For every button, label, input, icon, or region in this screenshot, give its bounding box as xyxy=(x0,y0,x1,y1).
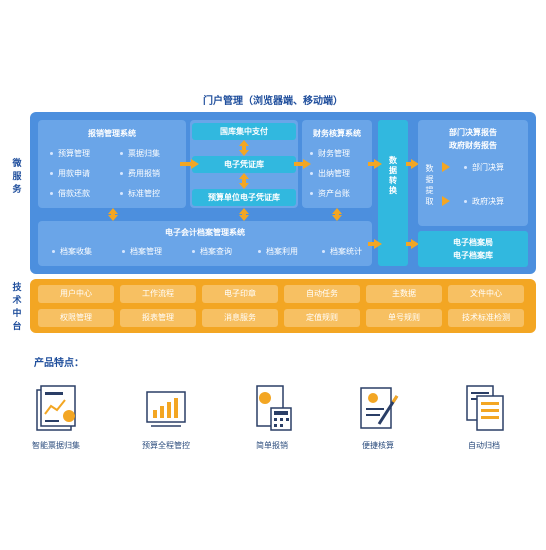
feature-label: 自动归档 xyxy=(468,441,500,450)
archive-panel: 电子会计档案管理系统 档案收集 档案管理 档案查询 档案利用 档案统计 xyxy=(38,221,372,266)
data-convert-column: 数据转换 xyxy=(378,120,408,266)
arrow-shaft xyxy=(368,242,376,246)
arrow-shaft xyxy=(406,162,414,166)
archive-title: 电子会计档案管理系统 xyxy=(165,228,245,237)
voucher-library: 电子凭证库 xyxy=(192,156,296,173)
archive-bureau-line2: 电子档案库 xyxy=(453,251,493,260)
data-convert-label: 数据转换 xyxy=(388,156,398,196)
reimburse-item: 用款申请 xyxy=(50,168,90,179)
final-item: 政府决算 xyxy=(464,196,504,207)
accounting-title: 财务核算系统 xyxy=(313,129,361,138)
arrow-shaft xyxy=(180,162,194,166)
platform-cell: 工作流程 xyxy=(120,285,196,303)
micro-service-label: 微服务 xyxy=(12,159,22,195)
platform-cell: 自动任务 xyxy=(284,285,360,303)
accounting-item: 财务管理 xyxy=(310,148,350,159)
arrow-shaft xyxy=(242,179,246,183)
accounting-item: 资产台账 xyxy=(310,188,350,199)
arrow-right xyxy=(411,239,419,249)
arrow-up xyxy=(108,208,118,214)
platform-cell: 文件中心 xyxy=(448,285,524,303)
budget-chart-icon xyxy=(141,382,191,434)
feature-label: 预算全程管控 xyxy=(142,441,190,450)
archive-bureau-panel: 电子档案局 电子档案库 xyxy=(418,231,528,267)
arrow-up xyxy=(239,208,249,214)
platform-cell: 用户中心 xyxy=(38,285,114,303)
archive-item: 档案管理 xyxy=(122,246,162,257)
arrow-down xyxy=(239,215,249,221)
receipt-calculator-icon xyxy=(247,382,297,434)
arrow-up xyxy=(239,140,249,146)
arrow-right xyxy=(442,196,450,206)
platform-cell: 消息服务 xyxy=(202,309,278,327)
platform-cell: 权限管理 xyxy=(38,309,114,327)
archive-item: 档案查询 xyxy=(192,246,232,257)
feature-label: 简单报销 xyxy=(256,441,288,450)
arrow-right xyxy=(303,159,311,169)
feature-item: 智能票据归集 xyxy=(16,382,96,451)
feature-item: 自动归档 xyxy=(444,382,524,451)
tech-platform-label: 技术中台 xyxy=(12,283,22,332)
feature-item: 简单报销 xyxy=(232,382,312,451)
arrow-shaft xyxy=(294,162,306,166)
unit-voucher-library: 预算单位电子凭证库 xyxy=(192,189,296,206)
reimburse-panel: 报销管理系统 预算管理 票据归集 用款申请 费用报销 借款还款 标准管控 xyxy=(38,120,186,208)
files-icon xyxy=(459,382,509,434)
final-report-panel: 部门决算报告 政府财务报告 数据提取 部门决算 政府决算 xyxy=(418,120,528,226)
arrow-up xyxy=(239,173,249,179)
arrow-shaft xyxy=(368,162,376,166)
platform-cell: 单号规则 xyxy=(366,309,442,327)
portal-title: 门户管理（浏览器端、移动端） xyxy=(203,96,343,107)
arrow-right xyxy=(374,239,382,249)
reimburse-title: 报销管理系统 xyxy=(88,129,136,138)
arrow-shaft xyxy=(242,146,246,150)
platform-cell: 电子印章 xyxy=(202,285,278,303)
feature-label: 智能票据归集 xyxy=(32,441,80,450)
platform-cell: 技术标准检测 xyxy=(448,309,524,327)
reimburse-item: 预算管理 xyxy=(50,148,90,159)
archive-item: 档案收集 xyxy=(52,246,92,257)
arrow-down xyxy=(239,183,249,189)
arrow-up xyxy=(332,208,342,214)
arrow-right xyxy=(374,159,382,169)
feature-item: 预算全程管控 xyxy=(126,382,206,451)
arrow-down xyxy=(108,215,118,221)
invoice-chart-icon xyxy=(31,382,81,434)
arrow-down xyxy=(239,150,249,156)
archive-item: 档案利用 xyxy=(258,246,298,257)
final-title-1: 部门决算报告 xyxy=(449,128,497,137)
accounting-panel: 财务核算系统 财务管理 出纳管理 资产台账 xyxy=(302,120,372,208)
archive-item: 档案统计 xyxy=(322,246,362,257)
platform-cell: 报表管理 xyxy=(120,309,196,327)
arrow-right xyxy=(411,159,419,169)
document-pen-icon xyxy=(353,382,403,434)
data-extract-label: 数据提取 xyxy=(425,164,434,208)
platform-cell: 定值规则 xyxy=(284,309,360,327)
reimburse-item: 票据归集 xyxy=(120,148,160,159)
accounting-item: 出纳管理 xyxy=(310,168,350,179)
feature-item: 便捷核算 xyxy=(338,382,418,451)
final-title-2: 政府财务报告 xyxy=(449,141,497,150)
platform-cell: 主数据 xyxy=(366,285,442,303)
arrow-down xyxy=(332,215,342,221)
treasury-title: 国库集中支付 xyxy=(192,123,296,140)
reimburse-item: 标准管控 xyxy=(120,188,160,199)
arrow-shaft xyxy=(406,242,414,246)
reimburse-item: 费用报销 xyxy=(120,168,160,179)
final-item: 部门决算 xyxy=(464,162,504,173)
feature-label: 便捷核算 xyxy=(362,441,394,450)
reimburse-item: 借款还款 xyxy=(50,188,90,199)
arrow-right xyxy=(191,159,199,169)
archive-bureau-line1: 电子档案局 xyxy=(453,238,493,247)
arrow-right xyxy=(442,162,450,172)
features-title: 产品特点： xyxy=(34,358,84,369)
